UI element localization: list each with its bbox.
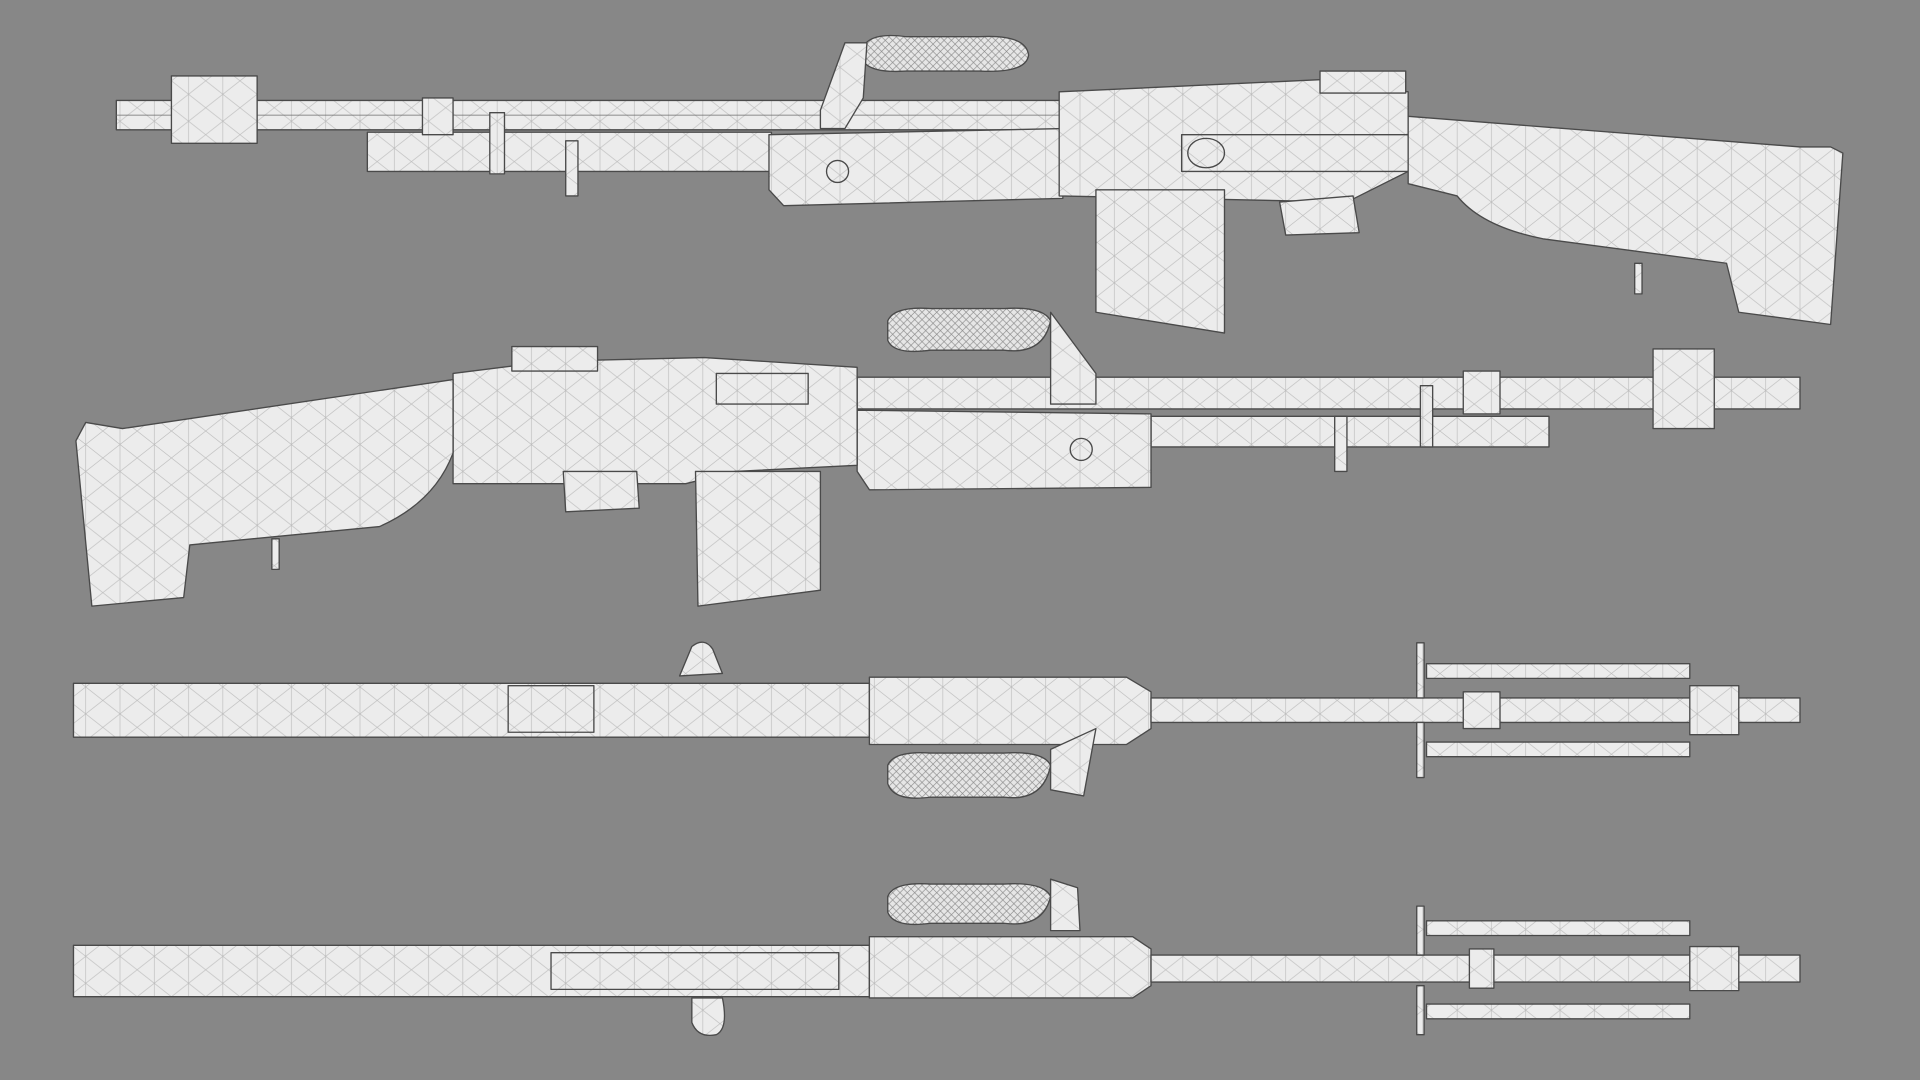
rifle-bottom-view xyxy=(72,878,1801,1036)
rifle-right-side-view xyxy=(75,307,1801,607)
rifle-left-side-view xyxy=(115,34,1844,334)
rifle-top-view xyxy=(72,641,1801,799)
